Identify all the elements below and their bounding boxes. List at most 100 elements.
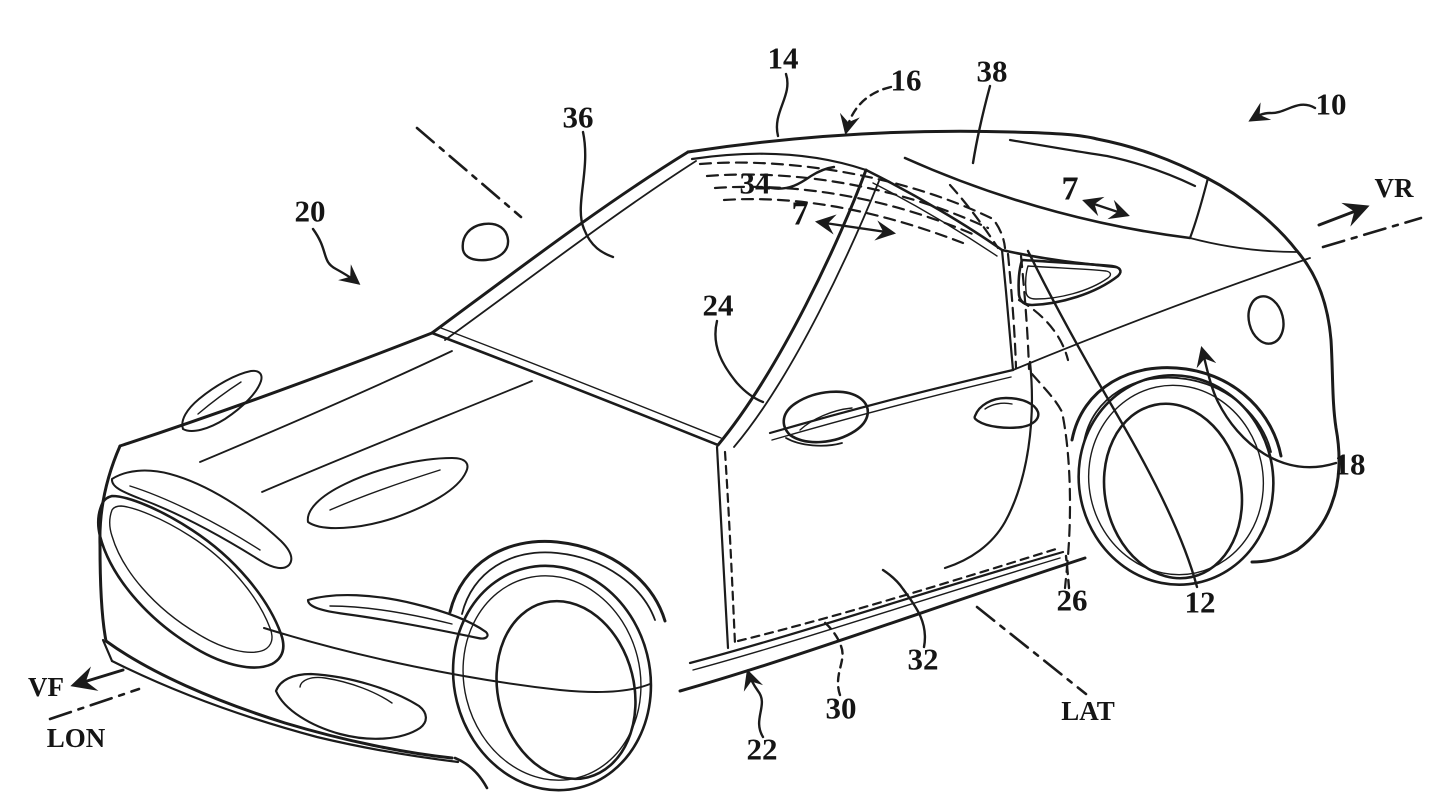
body-silhouette	[98, 129, 1341, 790]
rocker-top-edge-2	[692, 557, 1061, 671]
leader-10	[1248, 102, 1317, 122]
fascia-line	[263, 627, 651, 693]
hood-vent-left	[181, 369, 263, 432]
ref-label-10: 10	[1316, 87, 1347, 122]
beltline-sill	[768, 368, 1015, 435]
door-handle	[973, 396, 1040, 429]
door-front-hidden-line	[723, 450, 737, 646]
leader-38	[971, 84, 992, 165]
ref-label-32: 32	[908, 642, 939, 677]
spoiler-underside	[1008, 138, 1197, 188]
glasshouse	[430, 152, 1311, 448]
axis-label-vf: VF	[28, 672, 64, 702]
leader-32	[881, 568, 927, 649]
quarter-window	[1017, 258, 1122, 307]
rear-right-edge	[1295, 249, 1341, 552]
backlite-side-edge	[903, 156, 1192, 240]
rear-wheel	[1070, 295, 1285, 586]
foglamp-blade	[299, 676, 393, 704]
roof-side-rail-inner	[872, 182, 998, 257]
roof-hidden-line-1	[698, 161, 1007, 250]
windshield-header	[690, 152, 868, 172]
hood-vent-left-blade	[197, 381, 242, 415]
quarter-shoulder-line	[1012, 257, 1311, 371]
ref-label-34: 34	[740, 166, 771, 201]
headlight-right	[306, 594, 489, 640]
far-a-pillar-inner	[444, 160, 697, 341]
fuel-door	[1247, 295, 1285, 345]
ref-label-12: 12	[1185, 585, 1216, 620]
hidden-structure-dashes	[698, 161, 1072, 646]
door-mirror-detail	[799, 407, 853, 431]
rear-fender-arch	[1070, 366, 1283, 458]
hood-crease-2	[261, 380, 533, 493]
leader-22	[743, 669, 765, 739]
c-pillar-hidden-branch	[948, 183, 1000, 250]
front-fender-arch	[448, 539, 667, 623]
ref-label-36: 36	[563, 100, 594, 135]
leader-34	[769, 165, 836, 190]
roof-hidden-line-3	[713, 185, 979, 238]
near-a-pillar	[716, 168, 868, 447]
splitter-left-edge	[101, 638, 114, 663]
headlight-left	[111, 469, 293, 570]
front-clip	[97, 469, 651, 740]
leader-18	[1196, 346, 1338, 469]
door-details	[461, 222, 1040, 650]
roof-hidden-line-2	[705, 173, 990, 230]
door-handle-detail	[984, 402, 1013, 410]
near-a-pillar-inner	[733, 180, 880, 448]
lon-axis-line	[48, 687, 141, 721]
rear-tire-inner	[1087, 384, 1265, 576]
b-pillar	[1000, 248, 1015, 372]
hood-vent-right-blade	[329, 469, 441, 511]
leader-26	[1064, 554, 1071, 590]
rear-wheel-opening	[1102, 402, 1244, 580]
hood-vent-right	[306, 457, 469, 530]
front-fascia-left-edge	[98, 444, 122, 643]
ref-label-18: 18	[1335, 447, 1366, 482]
ref-label-22: 22	[747, 732, 778, 767]
leader-14	[775, 72, 789, 138]
rear-fender-arch-inner	[1083, 376, 1272, 453]
ref-label-24: 24	[703, 288, 734, 323]
spoiler-rear-edge	[1095, 137, 1299, 253]
front-wheel	[448, 539, 667, 792]
grille-outer	[97, 494, 285, 669]
door-rear-shutline	[943, 360, 1034, 570]
lon-axis-line-rear	[1321, 216, 1423, 249]
quarter-hidden-arc	[1017, 298, 1070, 362]
vr-arrow	[1317, 202, 1370, 227]
headlight-left-detail	[129, 485, 261, 551]
splitter-lower-lip	[110, 659, 460, 764]
beltline-sill-2	[771, 376, 1012, 441]
b-pillar-hidden-line-2	[1019, 254, 1031, 371]
backlite-rear-edge	[1188, 176, 1210, 240]
front-tire-outer	[451, 564, 653, 792]
ref-label-26: 26	[1057, 583, 1088, 618]
leader-24	[714, 319, 765, 404]
wheelwell-front-lip	[453, 756, 489, 790]
axis-annotations	[48, 126, 1423, 721]
roof-top-edge	[686, 129, 1099, 154]
leader-20	[311, 227, 361, 285]
car-drawing	[97, 129, 1341, 792]
section-arrow-7-right	[1082, 196, 1130, 220]
axis-label-lat: LAT	[1061, 696, 1115, 726]
rear-tire-outer	[1077, 374, 1275, 586]
hood-details	[181, 350, 533, 530]
leader-lines	[311, 72, 1338, 739]
leader-12	[1026, 249, 1199, 589]
foglamp-recess	[274, 672, 427, 740]
far-mirror	[461, 222, 510, 262]
headlight-right-detail	[329, 605, 453, 625]
ref-label-38: 38	[977, 54, 1008, 89]
leader-36	[579, 130, 615, 259]
ref-label-14: 14	[768, 41, 799, 76]
axis-label-vr: VR	[1375, 173, 1414, 203]
section-marker-7-right: 7	[1062, 171, 1079, 208]
cowl-line	[440, 327, 722, 439]
windshield-base	[430, 331, 720, 447]
section-marker-7-left: 7	[792, 196, 809, 233]
